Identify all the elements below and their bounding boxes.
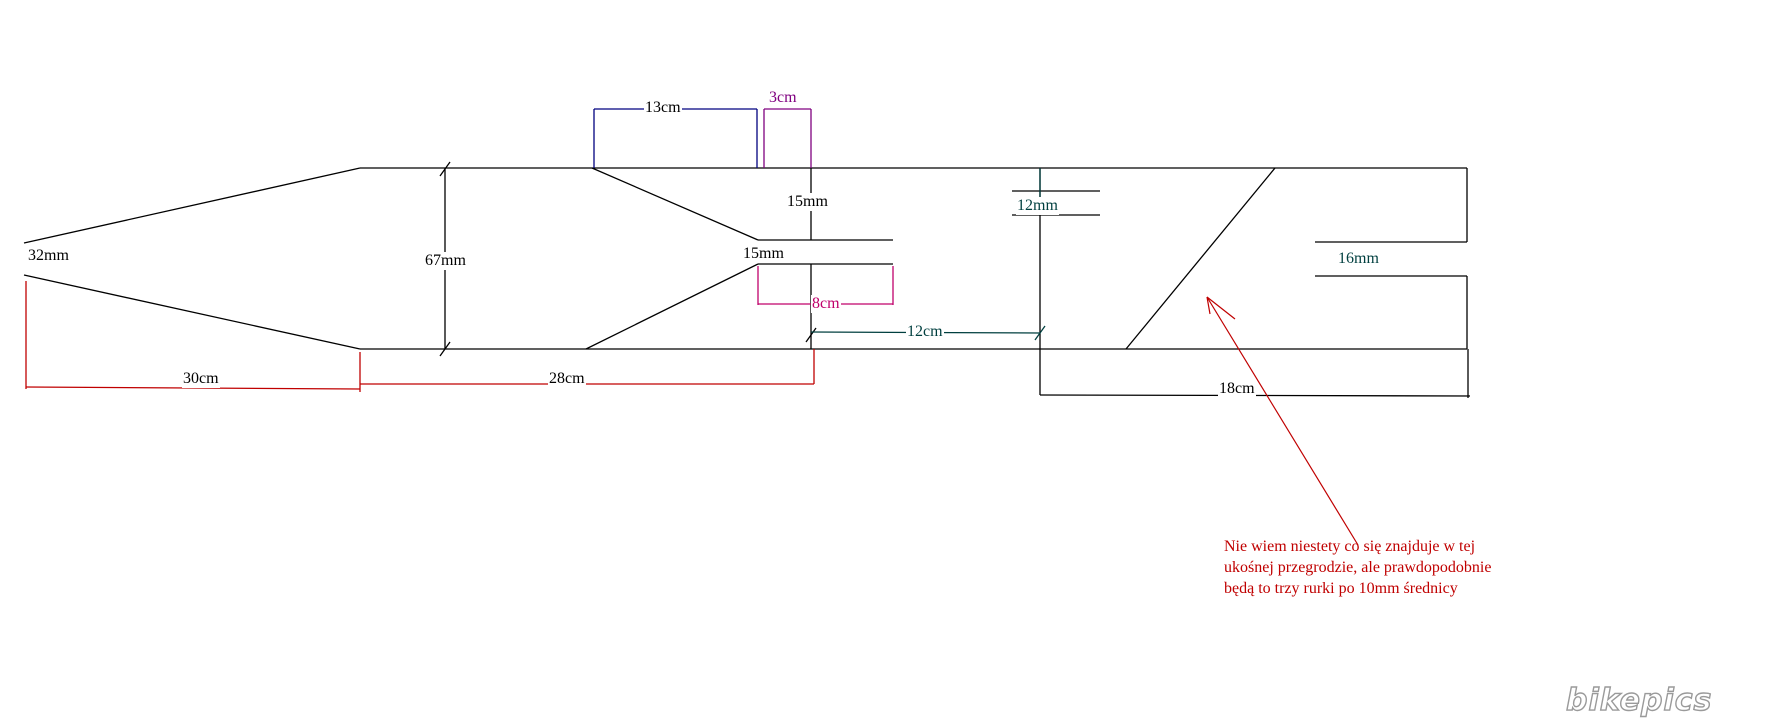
tick <box>1034 325 1046 341</box>
tube-diameter-label: 15mm <box>742 245 785 263</box>
inlet-taper-length-label: 30cm <box>182 370 220 388</box>
chamber-dimension-lines <box>810 168 1046 341</box>
inlet-diameter-label: 32mm <box>27 247 70 265</box>
inner-cone-top <box>591 167 759 241</box>
outlet-diameter-label: 16mm <box>1337 250 1380 268</box>
tube-offset-label: 3cm <box>768 89 798 107</box>
chamber-length-label: 12cm <box>906 323 944 341</box>
inlet-cone-top <box>23 167 361 244</box>
note-line: ukośnej przegrodzie, ale prawdopodobnie <box>1224 559 1492 576</box>
section-length-label: 28cm <box>548 370 586 388</box>
inlet-length-dimension <box>25 386 361 390</box>
rear-section-length-label: 18cm <box>1218 380 1256 398</box>
note-line: Nie wiem niestety co się znajduje w tej <box>1224 538 1476 555</box>
note-arrow <box>1206 296 1359 546</box>
inlet-cone-bottom <box>23 274 361 350</box>
inner-cone-bottom <box>585 263 759 350</box>
diagonal-baffle <box>1125 167 1276 350</box>
tick <box>805 327 817 343</box>
note-line: będą to trzy rurki po 10mm średnicy <box>1224 580 1458 597</box>
baffle-dimension-lines <box>593 108 758 168</box>
arrow-head-left <box>1206 296 1211 315</box>
watermark-logo: bikepics <box>1565 682 1713 718</box>
tube-gap-label: 15mm <box>786 193 829 211</box>
annotation-note: Nie wiem niestety co się znajduje w tej … <box>1224 536 1491 599</box>
baffle-top-length-label: 13cm <box>644 99 682 117</box>
body-diameter-label: 67mm <box>424 252 467 270</box>
muffler-outline <box>23 161 1471 398</box>
tube-length-label: 8cm <box>811 295 841 313</box>
offset-dimension-lines <box>763 108 812 168</box>
divider-pipe-label: 12mm <box>1016 197 1059 215</box>
tick <box>439 161 451 177</box>
arrow-head-right <box>1206 296 1236 320</box>
inlet-dimension-lines <box>25 281 815 392</box>
arrow-shaft <box>1206 296 1359 546</box>
tick <box>439 341 451 357</box>
